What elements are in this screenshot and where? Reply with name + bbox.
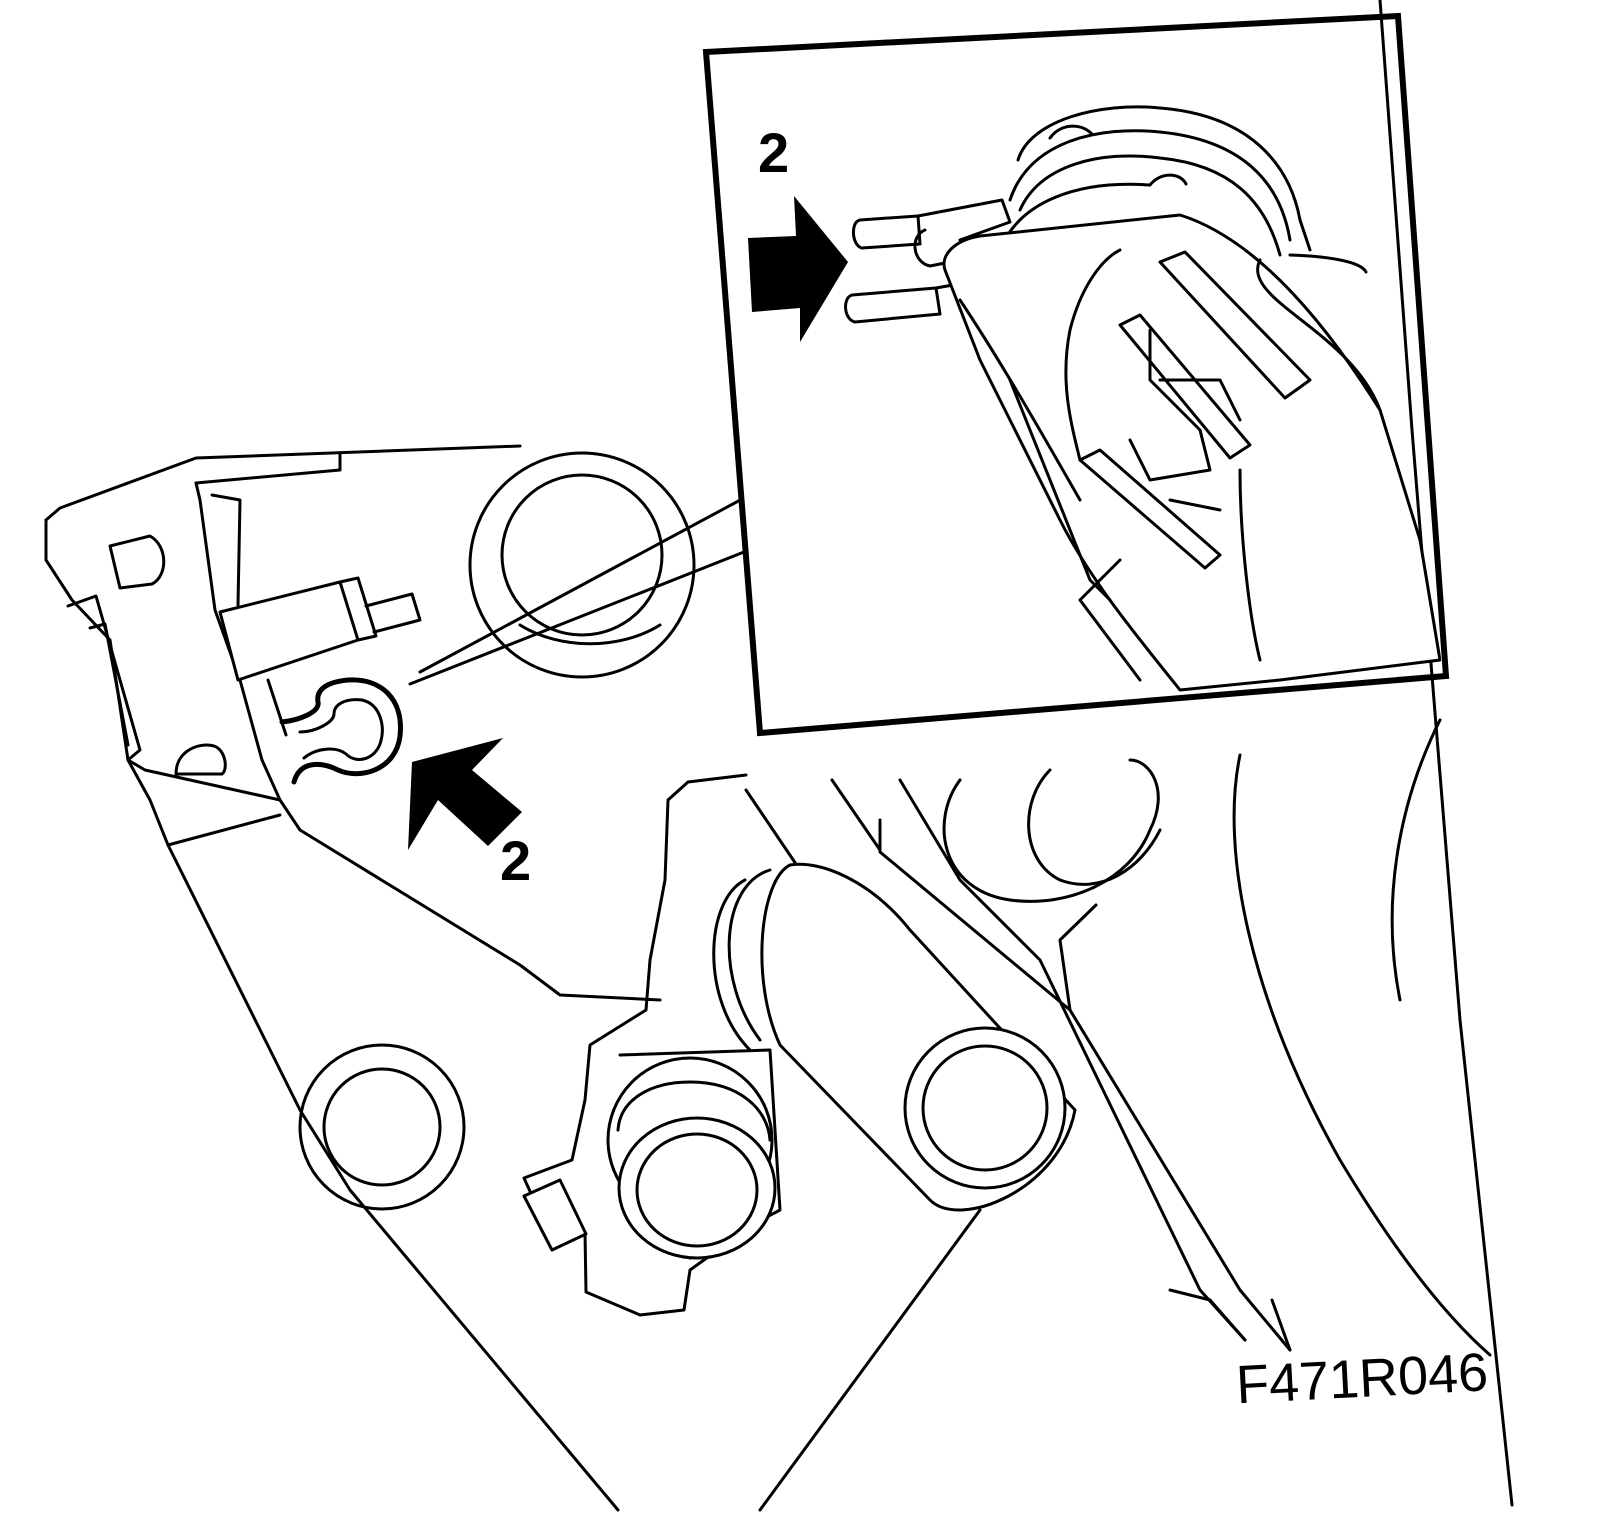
inset-spool [998, 105, 1302, 257]
arrow-icon [408, 738, 522, 850]
lever-assembly [522, 718, 1492, 1357]
detail-inset: 2 [702, 0, 1514, 1507]
figure-code: F471R046 [1235, 1342, 1490, 1415]
rollers [298, 862, 1077, 1512]
upper-boss [942, 758, 1162, 903]
inset-arrow-icon [748, 196, 848, 342]
top-bushing [468, 451, 696, 679]
callout-label-inset: 2 [758, 121, 789, 184]
leader-lines [408, 496, 746, 686]
housing-body [44, 444, 662, 1512]
callout-label-main: 2 [500, 829, 531, 892]
inset-pins [844, 198, 1012, 324]
inset-housing [942, 213, 1442, 692]
spring-clip [279, 677, 403, 785]
